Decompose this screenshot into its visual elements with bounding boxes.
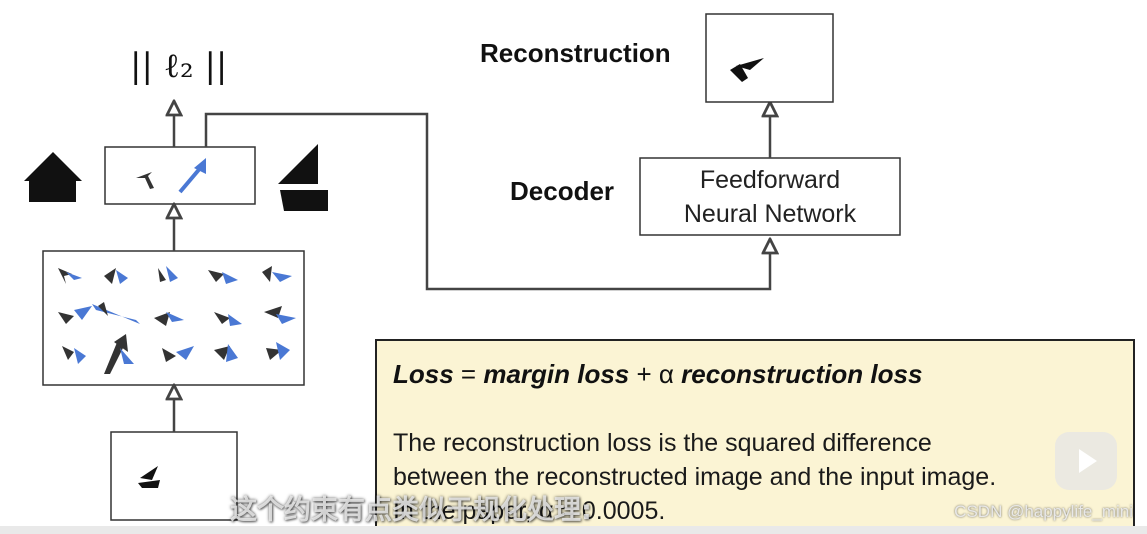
decoder-box-line2: Neural Network [683,200,857,228]
loss-body-line3: In the paper, α = 0.0005. [393,497,666,525]
boat-icon [278,144,328,211]
l2-norm-label: || ℓ₂ || [130,46,228,86]
reconstruction-loss-term: reconstruction loss [681,359,923,389]
connector-to-decoder [204,112,770,291]
digit-capsule-small-arrow [136,172,154,189]
video-subtitle: 这个约束有点类似于规化处理: [230,495,592,526]
bottom-band [0,526,1147,534]
plus-alpha: + α [629,359,682,389]
video-play-icon[interactable] [1055,432,1117,490]
input-image-box [110,431,238,521]
loss-body-line1: The reconstruction loss is the squared d… [393,429,932,457]
digit-capsules-box [104,146,256,205]
loss-equals: = [453,359,484,389]
loss-explanation-box: Loss = margin loss + α reconstruction lo… [375,339,1135,534]
loss-formula: Loss = margin loss + α reconstruction lo… [393,359,922,390]
decoder-box-line1: Feedforward [699,166,841,194]
margin-loss-term: margin loss [483,359,630,389]
loss-term: Loss [393,359,454,389]
house-icon [24,152,82,202]
input-boat-icon [138,466,160,488]
primary-capsule-arrows [58,266,296,374]
digit-capsule-blue-arrow [178,158,206,194]
reconstruction-boat-icon [730,58,764,82]
watermark: CSDN @happylife_mini [954,502,1133,521]
reconstruction-image-box [705,13,834,103]
reconstruction-label: Reconstruction [480,38,671,68]
decoder-label: Decoder [510,176,615,206]
loss-body-line2: between the reconstructed image and the … [393,463,997,491]
decoder-network-box [639,157,901,236]
